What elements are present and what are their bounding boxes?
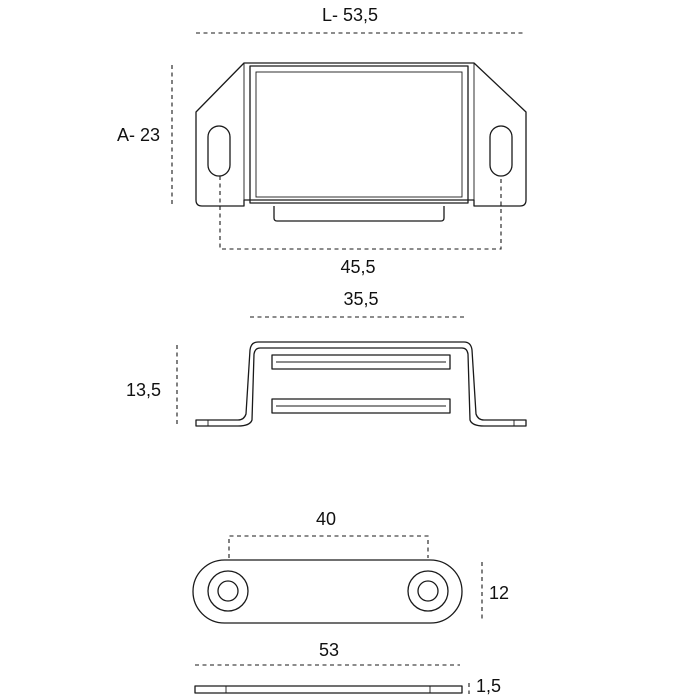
catch-housing	[249, 65, 469, 204]
width-label: 35,5	[343, 289, 378, 309]
plate-length-label: 53	[319, 640, 339, 660]
catch-body-outline	[195, 62, 527, 207]
plate-side-view: 53 1,5	[194, 640, 501, 696]
right-mounting-slot	[489, 125, 513, 177]
hole-span-dimension-line	[219, 176, 502, 250]
catch-top-view: 35,5 13,5	[126, 289, 527, 427]
plate-height-label: 12	[489, 583, 509, 603]
height-label: A- 23	[117, 125, 160, 145]
plate-top-view: 40 12	[192, 509, 509, 624]
left-hole-inner	[217, 580, 239, 602]
catch-front-view: L- 53,5 A- 23 45,5	[117, 5, 527, 277]
right-hole-outer	[407, 570, 449, 612]
left-mounting-slot	[207, 125, 231, 177]
upper-magnet-strip	[271, 354, 451, 370]
right-hole-inner	[417, 580, 439, 602]
plate-side-outline	[194, 685, 463, 694]
left-hole-outer	[207, 570, 249, 612]
plate-hole-span-dimension-line	[228, 535, 429, 558]
catch-bottom-tab	[273, 206, 445, 222]
hole-span-label: 45,5	[340, 257, 375, 277]
catch-magnet-face	[255, 71, 463, 198]
length-label: L- 53,5	[322, 5, 378, 25]
catch-top-outline	[195, 341, 527, 427]
plate-hole-span-label: 40	[316, 509, 336, 529]
lower-magnet-strip	[271, 398, 451, 414]
plate-outline	[192, 559, 463, 624]
plate-thickness-label: 1,5	[476, 676, 501, 696]
side-height-label: 13,5	[126, 380, 161, 400]
